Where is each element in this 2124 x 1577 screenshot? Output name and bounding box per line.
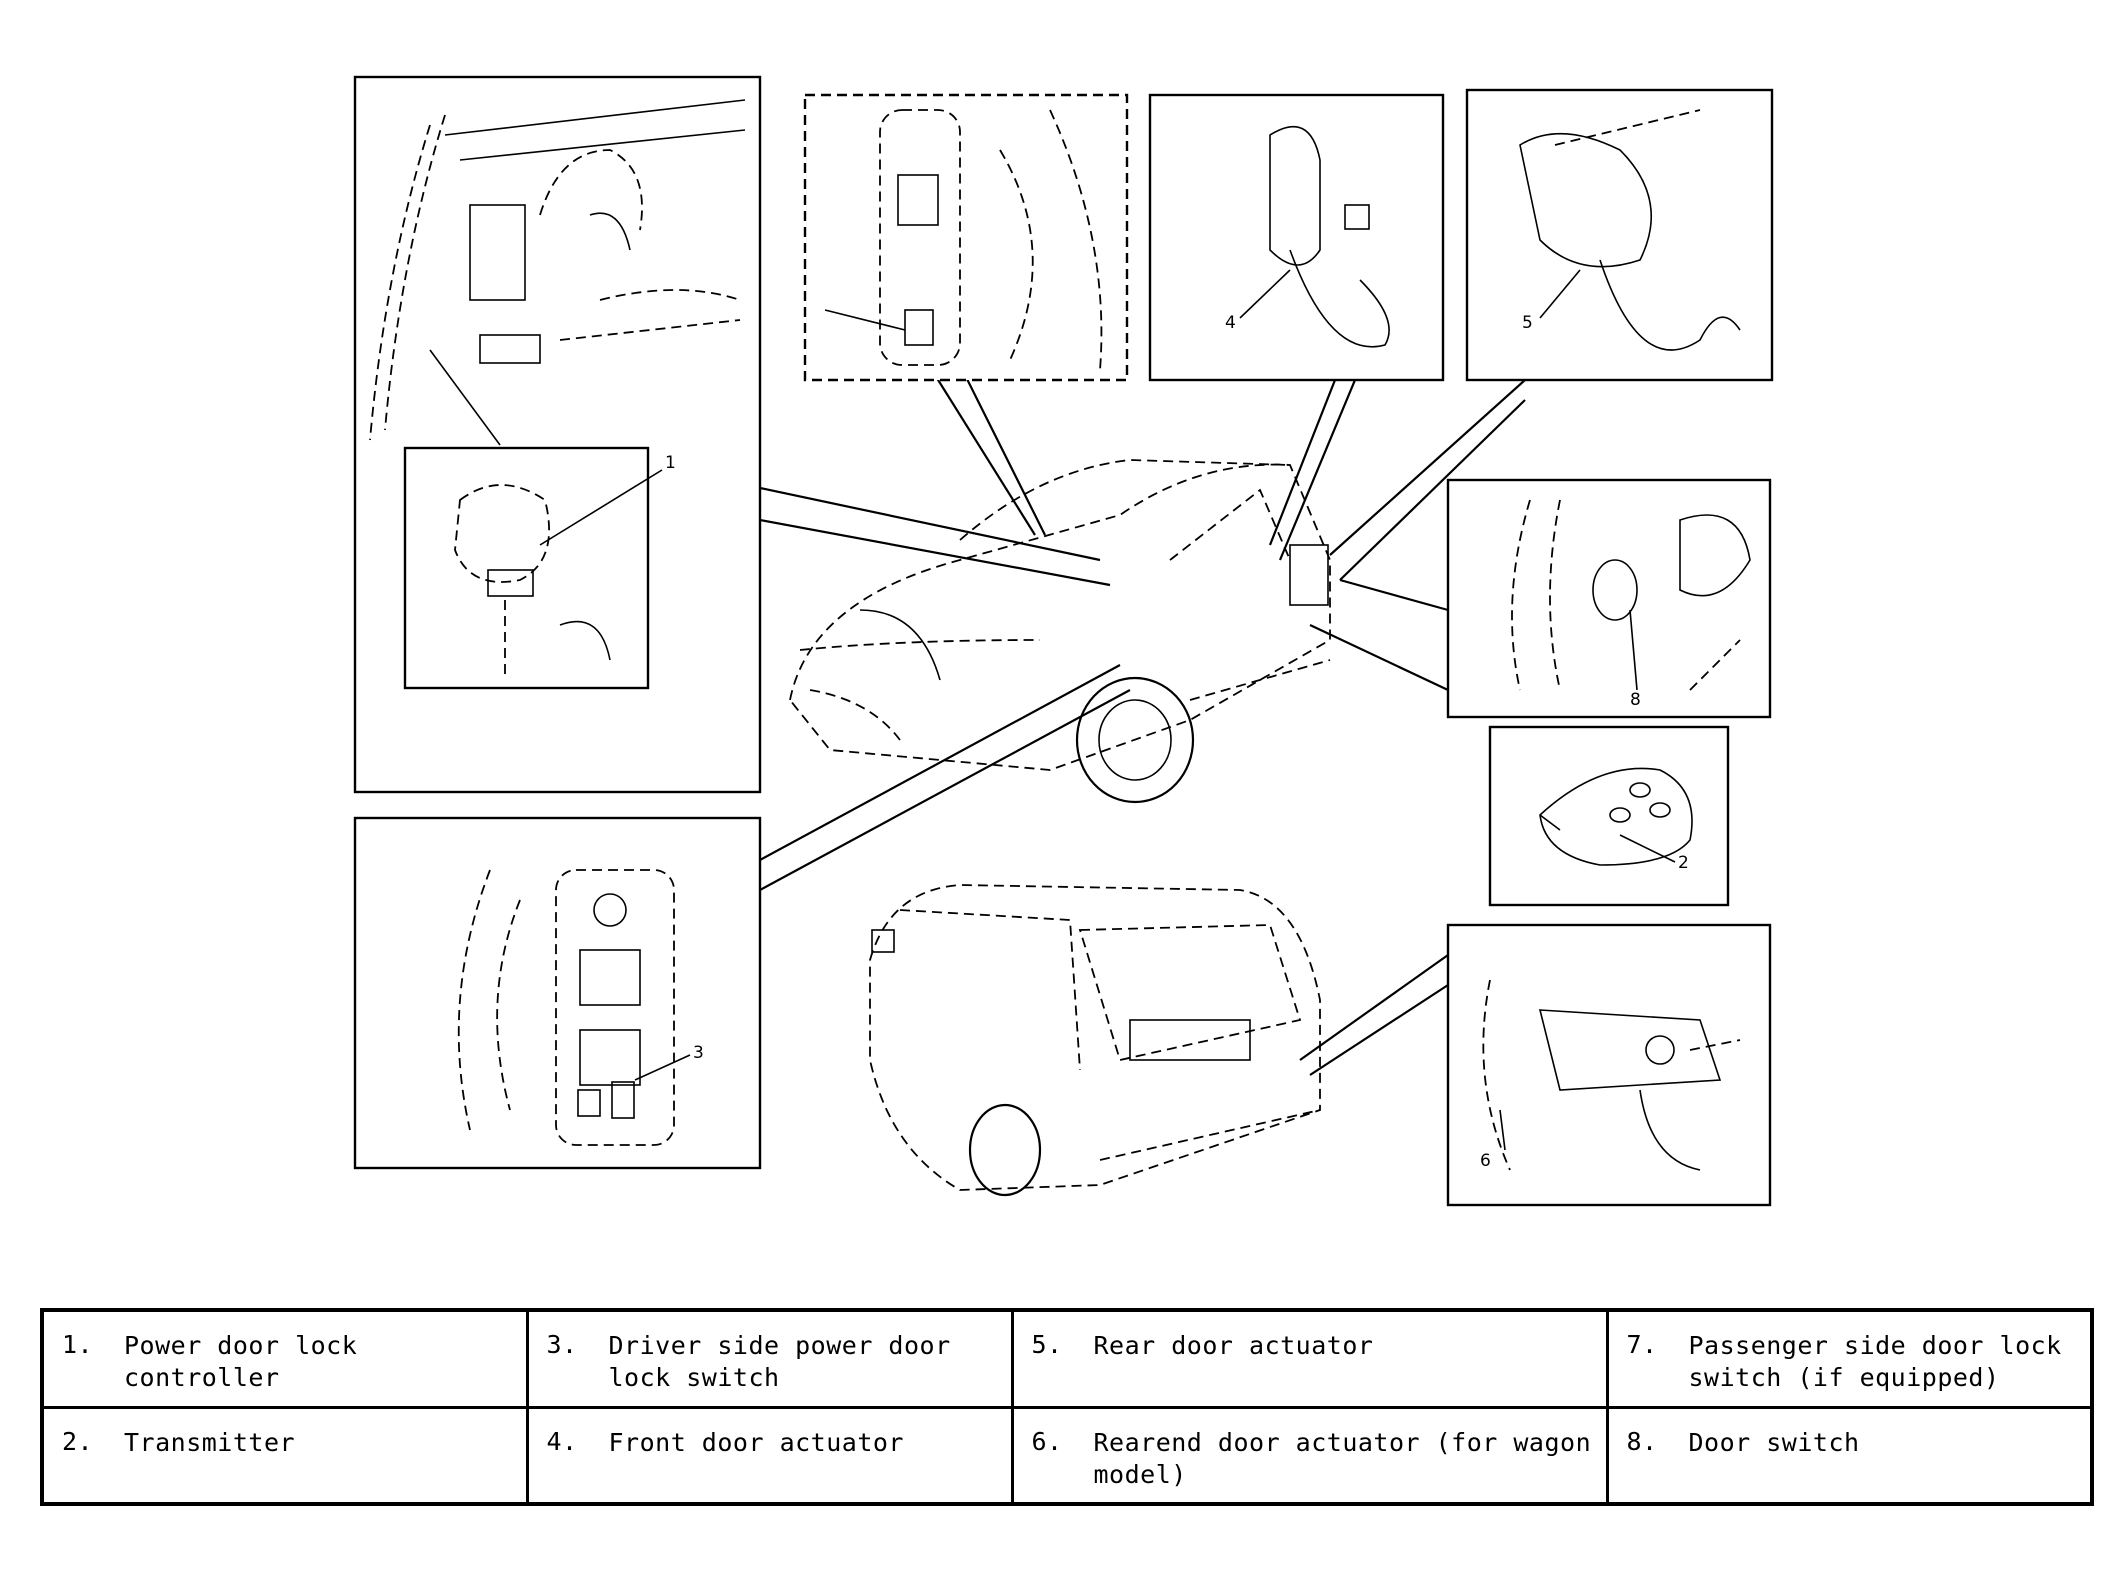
legend-number: 2.	[62, 1426, 94, 1456]
legend-number: 8.	[1626, 1426, 1658, 1456]
legend-item-2: 2. Transmitter	[40, 1405, 529, 1506]
legend-text: Rear door actuator	[1093, 1331, 1374, 1360]
callout-4: 4	[1225, 313, 1236, 333]
callout-8-top: 8	[1630, 690, 1641, 710]
legend-text: Front door actuator	[608, 1427, 904, 1457]
legend-item-6: 6. Rearend door actuator (for wagon model…	[1010, 1405, 1609, 1506]
panel-rearend-actuator: 6	[1446, 923, 1772, 1207]
legend-number: 6.	[1031, 1426, 1063, 1456]
callout-2: 2	[1678, 853, 1689, 873]
component-legend: 1. Power door lock controller 3. Driver si…	[40, 1308, 2094, 1506]
panel-passenger-switch	[803, 93, 1129, 382]
panel-controller: 1	[353, 75, 762, 794]
leader-lines	[759, 374, 1526, 1076]
callout-1: 1	[665, 453, 676, 473]
legend-row: 2. Transmitter 4. Front door actuator 6. Re…	[40, 1405, 2094, 1506]
legend-item-1: 1. Power door lock controller	[40, 1308, 529, 1409]
panel-transmitter: 2	[1488, 725, 1730, 907]
callout-3: 3	[693, 1043, 704, 1063]
panel-driver-switch: 3	[353, 816, 762, 1170]
legend-text: Driver side power door lock switch	[608, 1331, 951, 1392]
legend-number: 4.	[546, 1426, 578, 1456]
legend-text: Door switch	[1688, 1427, 1860, 1457]
legend-item-5: 5. Rear door actuator	[1010, 1308, 1609, 1409]
callout-6: 6	[1480, 1151, 1491, 1171]
legend-number: 5.	[1031, 1330, 1063, 1359]
legend-text: Rearend door actuator (for wagon model)	[1093, 1427, 1592, 1489]
panel-rear-actuator: 5	[1465, 88, 1774, 382]
legend-number: 7.	[1626, 1330, 1658, 1359]
legend-row: 1. Power door lock controller 3. Driver si…	[40, 1308, 2094, 1409]
legend-text: Power door lock controller	[124, 1331, 358, 1392]
callout-5: 5	[1522, 313, 1533, 333]
legend-number: 3.	[546, 1330, 578, 1359]
sedan-illustration	[789, 459, 1331, 804]
legend-number: 1.	[62, 1330, 94, 1359]
legend-item-7: 7. Passenger side door lock switch (if eq…	[1605, 1308, 2094, 1409]
legend-item-8: 8. Door switch	[1605, 1405, 2094, 1506]
panel-door-switch-front: 8	[1446, 478, 1772, 719]
wagon-illustration	[869, 884, 1321, 1197]
panel-front-actuator: 4	[1148, 93, 1445, 382]
legend-item-3: 3. Driver side power door lock switch	[525, 1308, 1014, 1409]
legend-text: Passenger side door lock switch (if equi…	[1688, 1331, 2062, 1392]
legend-item-4: 4. Front door actuator	[525, 1405, 1014, 1506]
legend-text: Transmitter	[124, 1427, 296, 1457]
